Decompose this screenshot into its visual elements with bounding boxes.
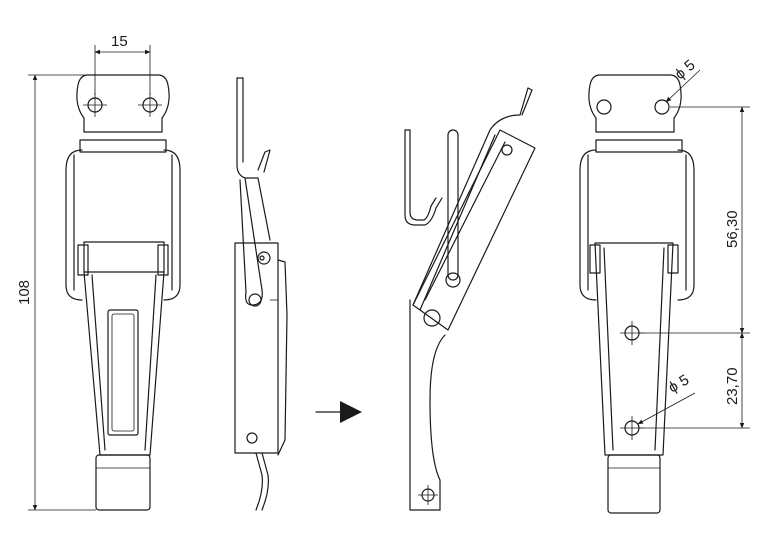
- mounting-hole-icon: [654, 99, 670, 115]
- transition-arrow-icon: [315, 401, 362, 423]
- dim-width-top-label: 15: [111, 33, 128, 50]
- dim-total-height: 108: [16, 74, 96, 511]
- front-view-dimensioned: [579, 74, 695, 514]
- front-view: [65, 74, 181, 511]
- dim-hole-spacing-upper-label: 56,30: [724, 210, 741, 248]
- side-view-closed: [234, 77, 288, 511]
- dim-hole-spacing-lower: 23,70: [640, 332, 750, 429]
- dim-hole-spacing-upper: 56,30: [640, 106, 750, 334]
- side-view-open: [404, 87, 536, 511]
- dim-hole-diameter-top: ϕ 5: [665, 57, 701, 103]
- dim-width-top: 15: [94, 33, 151, 95]
- mounting-hole-icon: [596, 99, 612, 115]
- dim-total-height-label: 108: [16, 280, 33, 305]
- dim-hole-spacing-lower-label: 23,70: [724, 367, 741, 405]
- dim-hole-diameter-bottom-label: ϕ 5: [666, 371, 693, 396]
- dim-hole-diameter-top-label: ϕ 5: [672, 57, 699, 83]
